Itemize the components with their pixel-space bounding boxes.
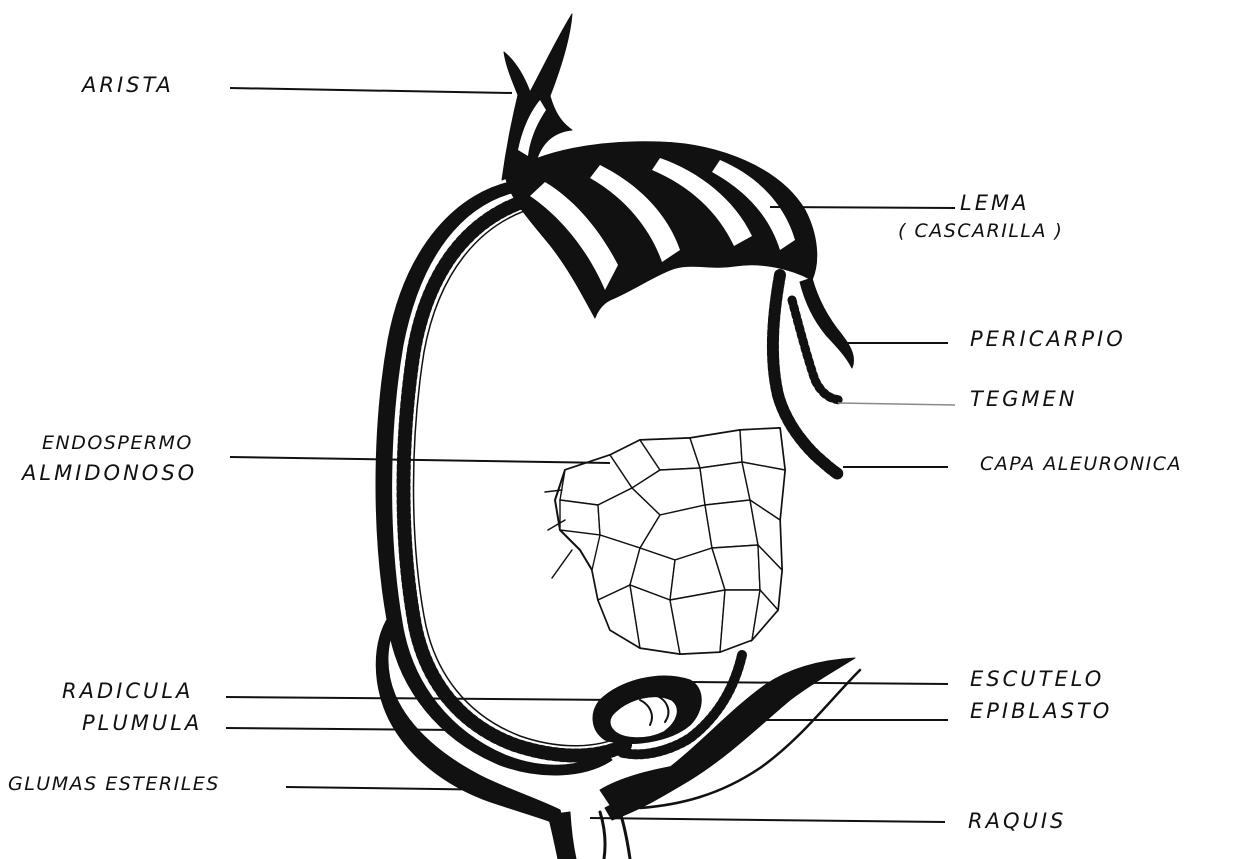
leader-plumula [226, 728, 460, 730]
raquis-stem [548, 812, 576, 859]
label-lema-cascarilla: ( CASCARILLA ) [898, 220, 1063, 242]
label-endospermo: ENDOSPERMO [42, 432, 193, 454]
label-almidonoso: ALMIDONOSO [20, 461, 197, 485]
label-capa-aleuronica: CAPA ALEURONICA [980, 453, 1182, 475]
label-pericarpio: PERICARPIO [970, 327, 1126, 351]
label-arista: ARISTA [80, 73, 174, 97]
leader-raquis [590, 818, 945, 822]
leader-endospermo [230, 457, 610, 463]
label-lema: LEMA [960, 191, 1029, 215]
label-glumas-esteriles: GLUMAS ESTERILES [8, 773, 220, 795]
label-radicula: RADICULA [62, 679, 193, 703]
label-raquis: RAQUIS [968, 809, 1066, 833]
leader-lema [770, 207, 955, 208]
leader-tegmen [838, 403, 955, 405]
label-plumula: PLUMULA [82, 711, 202, 735]
label-escutelo: ESCUTELO [970, 667, 1104, 691]
label-epiblasto: EPIBLASTO [970, 699, 1112, 723]
leader-arista [230, 88, 512, 93]
label-tegmen: TEGMEN [970, 387, 1077, 411]
